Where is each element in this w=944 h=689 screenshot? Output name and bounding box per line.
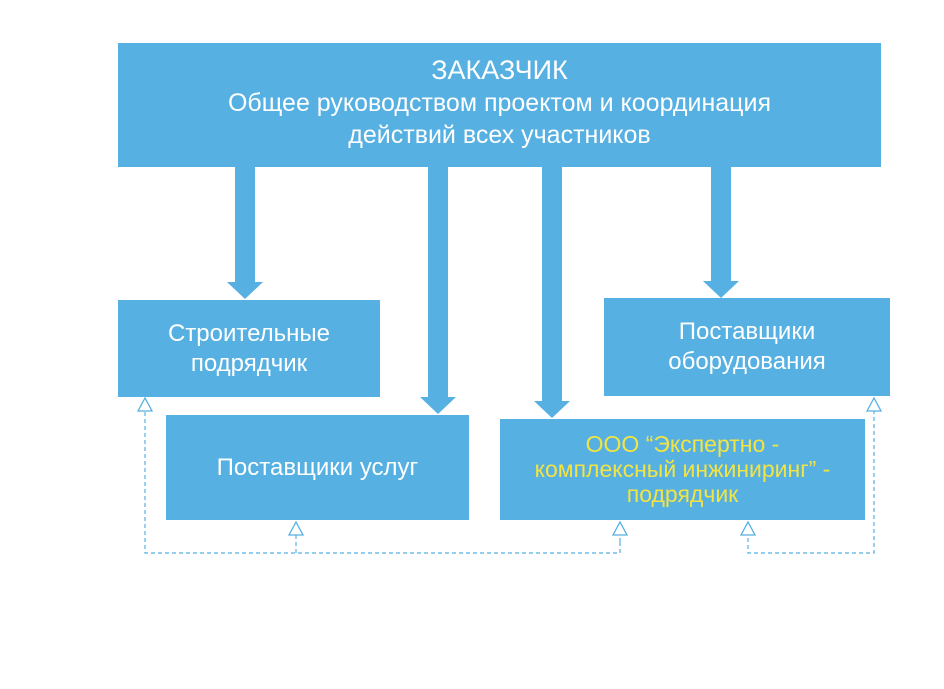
client-box: ЗАКАЗЧИК Общее руководством проектом и к…	[118, 43, 881, 167]
services-box: Поставщики услуг	[166, 415, 469, 520]
dashed-line-left	[144, 399, 621, 554]
client-description: Общее руководством проектом и координаци…	[227, 89, 771, 149]
builders-box: Строительные подрядчик	[118, 300, 380, 397]
equipment-box: Поставщики оборудования	[604, 298, 890, 396]
arrowhead-contractor-left	[611, 520, 629, 536]
arrowhead-contractor-right	[739, 520, 757, 536]
client-title: ЗАКАЗЧИК	[431, 55, 568, 85]
arrow-to-services	[420, 167, 456, 414]
arrow-to-contractor	[534, 167, 570, 418]
arrow-to-equipment	[703, 167, 739, 298]
arrowhead-builders	[136, 396, 154, 412]
dashed-arrowheads	[136, 396, 883, 536]
arrowhead-equipment	[865, 396, 883, 412]
equipment-label: Поставщики оборудования	[668, 318, 826, 375]
builders-label: Строительные подрядчик	[167, 319, 331, 377]
arrow-to-builders	[227, 167, 263, 299]
dashed-line-right	[747, 399, 875, 554]
arrowhead-services	[287, 520, 305, 536]
services-label: Поставщики услуг	[216, 453, 419, 481]
contractor-label: ООО “Экспертно - комплексный инжиниринг”…	[534, 431, 831, 507]
contractor-box: ООО “Экспертно - комплексный инжиниринг”…	[500, 419, 865, 520]
